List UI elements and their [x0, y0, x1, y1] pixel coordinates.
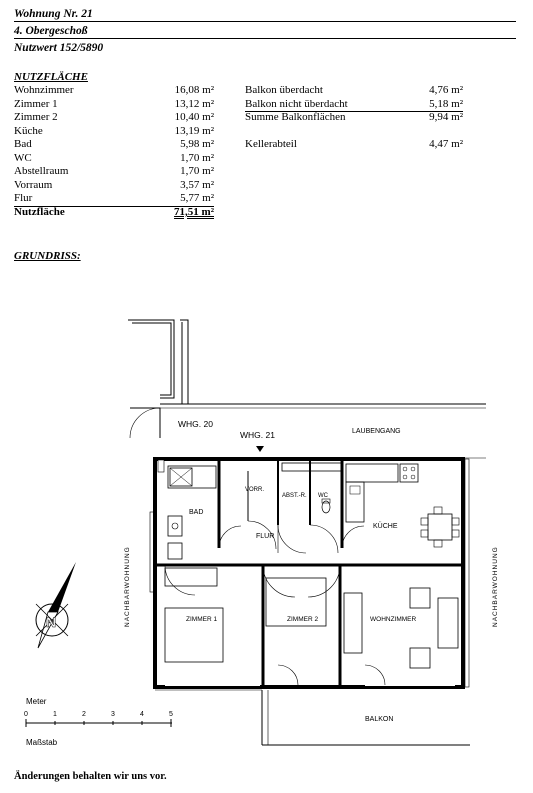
svg-text:N: N — [46, 614, 56, 630]
scale-tick: 4 — [140, 711, 144, 718]
grundriss-heading: GRUNDRISS: — [14, 250, 81, 262]
label-bad: BAD — [189, 509, 203, 516]
label-vorr: VORR. — [245, 487, 264, 493]
label-zimmer1: ZIMMER 1 — [186, 616, 217, 623]
scale-tick: 0 — [24, 711, 28, 718]
scale-tick: 5 — [169, 711, 173, 718]
label-whg21: WHG. 21 — [240, 430, 275, 440]
label-zimmer2: ZIMMER 2 — [287, 616, 318, 623]
label-wc: WC — [318, 493, 329, 499]
label-laubengang: LAUBENGANG — [352, 428, 401, 435]
label-kueche: KÜCHE — [373, 522, 398, 530]
label-nachbar-right: NACHBARWOHNUNG — [492, 546, 499, 627]
label-abstr: ABST.-R. — [282, 493, 307, 499]
footer-note: Änderungen behalten wir uns vor. — [14, 771, 167, 782]
label-wohnzimmer: WOHNZIMMER — [370, 616, 417, 623]
scale-caption: Maßstab — [26, 738, 58, 747]
label-balkon: BALKON — [365, 716, 393, 723]
label-flur: FLUR — [256, 533, 274, 540]
label-whg20: WHG. 20 — [178, 419, 213, 429]
scale-bar: Meter 0 1 2 3 4 5 Maßstab — [24, 697, 173, 747]
scale-tick: 1 — [53, 711, 57, 718]
scale-title: Meter — [26, 697, 47, 706]
floor-label: 4. Obergeschoß — [14, 25, 516, 39]
nutzwert-label: Nutzwert 152/5890 — [14, 42, 104, 54]
north-arrow-icon: N — [35, 562, 76, 649]
scale-tick: 3 — [111, 711, 115, 718]
label-nachbar-left: NACHBARWOHNUNG — [124, 546, 131, 627]
scale-tick: 2 — [82, 711, 86, 718]
unit-title: Wohnung Nr. 21 — [14, 8, 516, 22]
nutzflaeche-heading: NUTZFLÄCHE — [14, 71, 88, 83]
